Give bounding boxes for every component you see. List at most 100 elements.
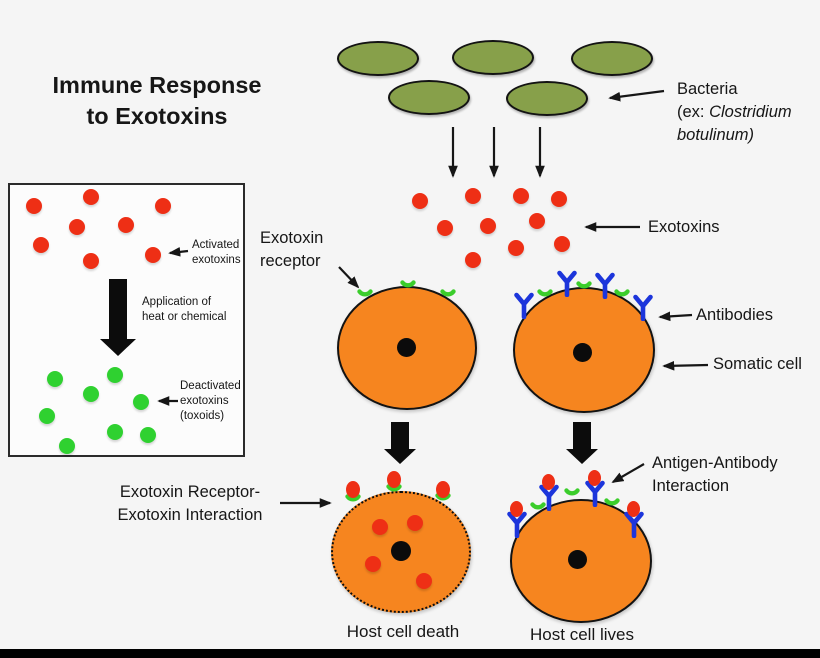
exotoxin-dot xyxy=(437,220,453,236)
bacteria-label-species: botulinum) xyxy=(677,126,755,144)
bacteria-arrow-icon xyxy=(608,89,665,102)
activated-label-line2: exotoxins xyxy=(192,254,241,266)
host-cell-lives-label: Host cell lives xyxy=(530,625,634,644)
exotoxin-dot xyxy=(480,218,496,234)
bacteria-label-ex: (ex: xyxy=(677,103,710,121)
nucleus xyxy=(573,343,592,362)
nucleus xyxy=(397,338,416,357)
bacterium xyxy=(337,41,419,76)
outcome-arrow-right-icon xyxy=(566,422,598,464)
bacteria-label: Bacteria (ex: Clostridium botulinum) xyxy=(677,78,792,147)
diagram-title: Immune Response to Exotoxins xyxy=(28,70,286,132)
activated-exotoxin-dot xyxy=(155,198,171,214)
neutralized-exotoxin-dot xyxy=(510,501,523,517)
exotoxin-receptor-icon xyxy=(614,289,630,297)
exotoxin-interaction-label-line2: Exotoxin Interaction xyxy=(117,506,263,524)
toxoid-dot xyxy=(107,424,123,440)
toxoid-dot xyxy=(59,438,75,454)
exotoxin-receptor-icon xyxy=(345,494,361,502)
toxoid-dot xyxy=(47,371,63,387)
exotoxin-interaction-label-line1: Exotoxin Receptor- xyxy=(119,483,261,501)
toxoid-dot xyxy=(107,367,123,383)
receptor-arrow-icon xyxy=(338,266,360,289)
exotoxin-receptor-icon xyxy=(357,289,373,297)
activated-arrow-icon xyxy=(168,247,189,257)
neutralized-exotoxin-dot xyxy=(627,501,640,517)
toxoid-dot xyxy=(39,408,55,424)
exotoxin-receptor-icon xyxy=(440,289,456,297)
bacterium xyxy=(452,40,534,75)
exotoxin-receptor-icon xyxy=(386,484,402,492)
activated-exotoxin-dot xyxy=(33,237,49,253)
exotoxin-receptor-icon xyxy=(576,281,592,289)
somatic-cell-arrow-icon xyxy=(662,360,709,371)
nucleus xyxy=(568,550,587,569)
deactivated-label-line3: (toxoids) xyxy=(180,410,225,422)
toxoid-dot xyxy=(140,427,156,443)
exotoxin-dot xyxy=(508,240,524,256)
antigen-antibody-label-line1: Antigen-Antibody xyxy=(652,454,778,472)
exotoxin-dot xyxy=(513,188,529,204)
exotoxin-receptor-icon xyxy=(400,280,416,288)
antigen-antibody-label: Antigen-Antibody Interaction xyxy=(652,452,778,498)
activated-label-line1: Activated xyxy=(192,239,240,251)
toxoid-dot xyxy=(83,386,99,402)
deactivated-arrow-icon xyxy=(157,396,178,406)
bound-exotoxin-dot xyxy=(387,471,401,488)
activated-exotoxin-dot xyxy=(83,253,99,269)
diagram-title-line2: to Exotoxins xyxy=(86,103,228,129)
exotoxin-receptor-icon xyxy=(604,498,620,506)
antigen-antibody-label-line2: Interaction xyxy=(652,477,730,495)
somatic-cell-label: Somatic cell xyxy=(713,355,802,373)
bottom-border-bar xyxy=(0,649,820,658)
antibody-icon xyxy=(624,511,644,538)
application-label: Application of heat or chemical xyxy=(142,295,226,325)
internal-exotoxin-dot xyxy=(365,556,381,572)
host-cell-dying xyxy=(331,491,471,613)
neutralized-exotoxin-dot xyxy=(542,474,555,490)
exotoxin-dot xyxy=(529,213,545,229)
bound-exotoxin-dot xyxy=(346,481,360,498)
heat-chemical-arrow-icon xyxy=(100,279,136,356)
exotoxin-dot xyxy=(551,191,567,207)
activated-exotoxins-label: Activated exotoxins xyxy=(192,238,241,268)
release-arrow-icon xyxy=(489,127,499,178)
outcome-arrow-left-icon xyxy=(384,422,416,464)
application-label-line1: Application of xyxy=(142,296,212,308)
internal-exotoxin-dot xyxy=(407,515,423,531)
exotoxin-interaction-label: Exotoxin Receptor- Exotoxin Interaction xyxy=(100,481,280,527)
bacteria-label-name: Bacteria xyxy=(677,80,738,98)
activated-exotoxin-dot xyxy=(118,217,134,233)
exotoxin-dot xyxy=(554,236,570,252)
toxoid-dot xyxy=(133,394,149,410)
antibodies-label: Antibodies xyxy=(696,306,774,324)
exotoxins-arrow-icon xyxy=(584,222,640,232)
diagram-title-line1: Immune Response xyxy=(52,72,262,98)
exotoxin-interaction-arrow-icon xyxy=(280,498,332,508)
antibody-icon xyxy=(507,511,527,538)
bacterium xyxy=(571,41,653,76)
toxoid-inset-box: Activated exotoxins Application of heat … xyxy=(8,183,245,457)
exotoxin-receptor-icon xyxy=(530,502,546,510)
exotoxin-receptor-label: Exotoxin receptor xyxy=(260,227,323,273)
deactivated-label-line2: exotoxins xyxy=(180,395,229,407)
antibodies-arrow-icon xyxy=(658,311,693,322)
antibody-icon xyxy=(585,480,605,507)
exotoxin-dot xyxy=(412,193,428,209)
antibody-icon xyxy=(633,294,653,321)
release-arrow-icon xyxy=(448,127,458,178)
application-label-line2: heat or chemical xyxy=(142,311,227,323)
exotoxin-dot xyxy=(465,252,481,268)
exotoxin-receptor-icon xyxy=(564,488,580,496)
nucleus xyxy=(391,541,411,561)
bacterium xyxy=(506,81,588,116)
exotoxin-receptor-label-line2: receptor xyxy=(260,252,321,270)
antibody-icon xyxy=(595,272,615,299)
internal-exotoxin-dot xyxy=(416,573,432,589)
activated-exotoxin-dot xyxy=(69,219,85,235)
activated-exotoxin-dot xyxy=(145,247,161,263)
internal-exotoxin-dot xyxy=(372,519,388,535)
activated-exotoxin-dot xyxy=(83,189,99,205)
deactivated-label-line1: Deactivated xyxy=(180,380,241,392)
